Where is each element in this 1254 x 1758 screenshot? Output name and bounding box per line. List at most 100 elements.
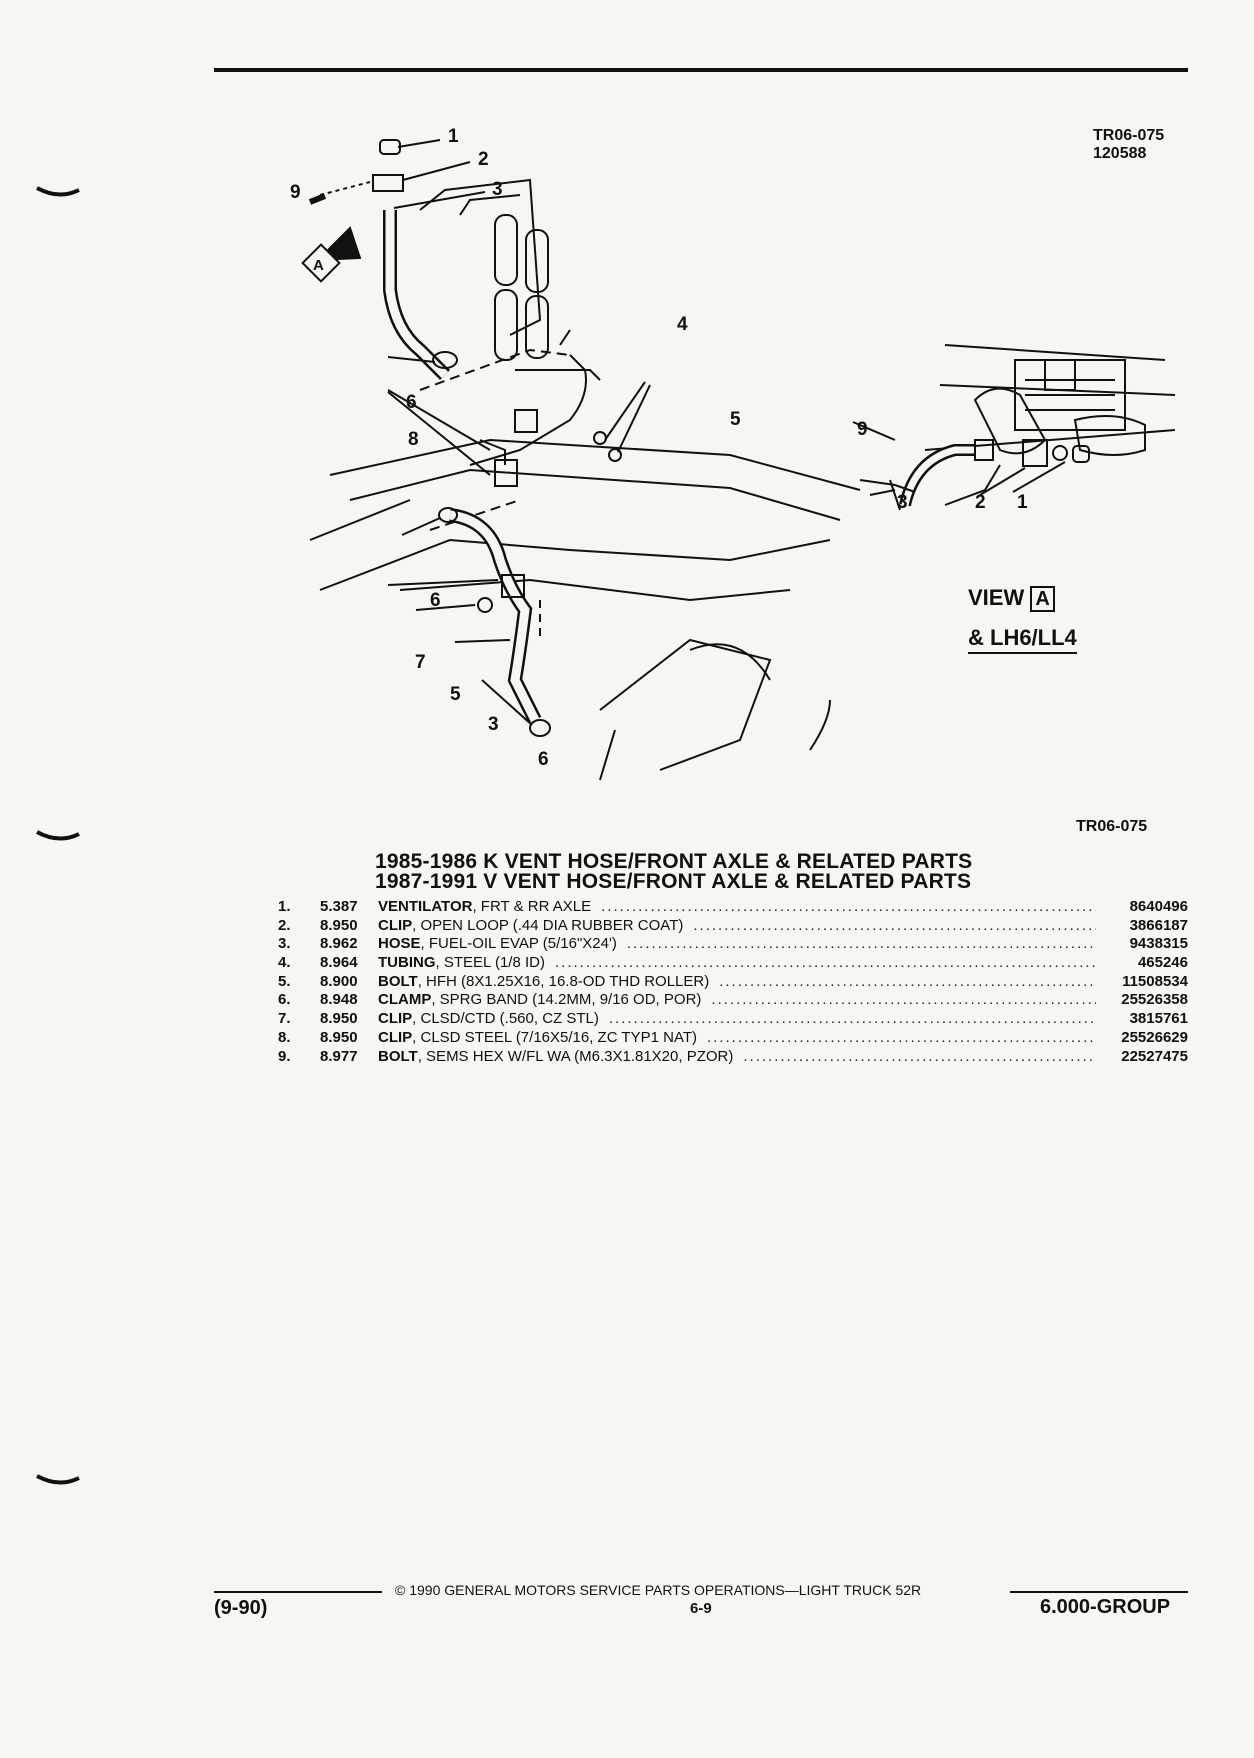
part-name: CLIP [378,1010,413,1028]
callout-2: 2 [478,149,489,170]
part-code: 8.950 [320,1028,358,1046]
leader-dots: ........................................… [608,1010,1096,1028]
part-number: 465246 [1137,954,1188,972]
part-desc: , FUEL-OIL EVAP (5/16"X24') [420,935,617,953]
part-code: 5.387 [320,898,358,915]
part-code: 8.950 [320,916,358,934]
part-number: 9438315 [1129,935,1188,953]
view-label-letter: A [1030,586,1055,612]
leader-dots: ........................................… [626,935,1096,953]
part-desc: , CLSD/CTD (.560, CZ STL) [412,1010,599,1028]
part-name: CLAMP [378,991,432,1009]
leader-dots: ........................................… [693,916,1096,934]
part-row: 5. 8.900 BOLT , HFH (8X1.25X16, 16.8-OD … [278,973,1188,992]
part-desc: , STEEL (1/8 ID) [435,954,545,972]
callout-6: 6 [538,749,549,770]
part-num: 3. [278,935,291,953]
part-num: 4. [278,954,291,972]
copyright-line: © 1990 GENERAL MOTORS SERVICE PARTS OPER… [395,1582,922,1598]
leader-dots: ........................................… [601,898,1096,915]
view-label: VIEW A [968,585,1055,612]
part-num: 1. [278,898,291,915]
part-code: 8.900 [320,972,358,990]
reference-block: TR06-075 120588 [1093,127,1164,163]
part-name: BOLT [378,972,418,990]
part-name: TUBING [378,954,436,972]
part-code: 8.977 [320,1047,358,1065]
leader-dots: ........................................… [707,1028,1096,1046]
callout-5: 5 [450,684,461,705]
part-desc: , FRT & RR AXLE [472,898,592,915]
edition-date: (9-90) [214,1597,268,1619]
callout-4: 4 [677,314,688,335]
title-line-2: 1987-1991 V VENT HOSE/FRONT AXLE & RELAT… [375,870,972,893]
callout-5: 5 [730,409,741,430]
callout-3: 3 [492,179,503,200]
part-name: VENTILATOR [378,898,473,915]
part-name: CLIP [378,1028,413,1046]
leader-dots: ........................................… [743,1047,1096,1065]
part-row: 1. 5.387 VENTILATOR , FRT & RR AXLE ....… [278,898,1188,917]
part-desc: , HFH (8X1.25X16, 16.8-OD THD ROLLER) [417,972,710,990]
part-num: 7. [278,1010,291,1028]
figure-ref: TR06-075 [1076,818,1148,835]
section-titles: 1985-1986 K VENT HOSE/FRONT AXLE & RELAT… [375,850,973,893]
callout-7: 7 [415,652,426,673]
inset-callout-1: 1 [1017,492,1028,513]
leader-dots: ........................................… [711,991,1096,1009]
part-num: 2. [278,916,291,934]
part-desc: , SEMS HEX W/FL WA (M6.3X1.81X20, PZOR) [417,1047,734,1065]
part-number: 25526629 [1121,1028,1188,1046]
part-num: 9. [278,1047,291,1065]
callout-3: 3 [488,714,499,735]
part-code: 8.964 [320,954,358,972]
part-num: 5. [278,972,291,990]
footer-rule-right [1010,1591,1188,1593]
page-number: 6-9 [690,1600,712,1617]
inset-view-a-diagram: 9 3 2 1 [852,344,1175,513]
part-name: BOLT [378,1047,418,1065]
part-name: CLIP [378,916,413,934]
part-desc: , SPRG BAND (14.2MM, 9/16 OD, POR) [431,991,702,1009]
view-label-prefix: VIEW [968,585,1025,610]
leader-dots: ........................................… [554,954,1096,972]
parts-list: 1. 5.387 VENTILATOR , FRT & RR AXLE ....… [278,898,1188,1066]
part-row: 3. 8.962 HOSE , FUEL-OIL EVAP (5/16"X24'… [278,935,1188,954]
part-code: 8.948 [320,991,358,1009]
inset-callout-3: 3 [897,492,908,513]
inset-callout-2: 2 [975,492,986,513]
callout-1: 1 [448,126,459,147]
part-row: 8. 8.950 CLIP , CLSD STEEL (7/16X5/16, Z… [278,1029,1188,1048]
part-row: 9. 8.977 BOLT , SEMS HEX W/FL WA (M6.3X1… [278,1048,1188,1067]
binder-mark [36,186,80,197]
callout-6: 6 [406,392,417,413]
part-number: 22527475 [1121,1047,1188,1065]
part-code: 8.962 [320,935,358,953]
part-name: HOSE [378,935,421,953]
ref-date: 120588 [1093,145,1147,162]
part-row: 7. 8.950 CLIP , CLSD/CTD (.560, CZ STL) … [278,1010,1188,1029]
main-exploded-diagram: A 1 2 3 9 4 5 6 8 6 7 5 3 6 [290,126,861,781]
footer-rule-left [214,1591,382,1593]
part-row: 6. 8.948 CLAMP , SPRG BAND (14.2MM, 9/16… [278,991,1188,1010]
part-number: 25526358 [1121,991,1188,1009]
callout-9: 9 [290,182,301,203]
part-row: 4. 8.964 TUBING , STEEL (1/8 ID) .......… [278,954,1188,973]
top-rule [214,68,1188,72]
view-marker-letter: A [313,257,324,274]
view-label-sub: & LH6/LL4 [968,625,1077,654]
part-number: 3815761 [1129,1010,1188,1028]
leader-dots: ........................................… [719,972,1096,990]
binder-mark [36,1474,80,1485]
part-code: 8.950 [320,1010,358,1028]
title-line-1: 1985-1986 K VENT HOSE/FRONT AXLE & RELAT… [375,850,973,873]
binder-mark [36,830,80,841]
part-desc: , CLSD STEEL (7/16X5/16, ZC TYP1 NAT) [412,1028,697,1046]
part-num: 6. [278,991,291,1009]
ref-code: TR06-075 [1093,127,1165,144]
part-desc: , OPEN LOOP (.44 DIA RUBBER COAT) [412,916,684,934]
part-number: 8640496 [1129,898,1188,915]
part-num: 8. [278,1028,291,1046]
callout-8: 8 [408,429,419,450]
callout-6: 6 [430,590,441,611]
